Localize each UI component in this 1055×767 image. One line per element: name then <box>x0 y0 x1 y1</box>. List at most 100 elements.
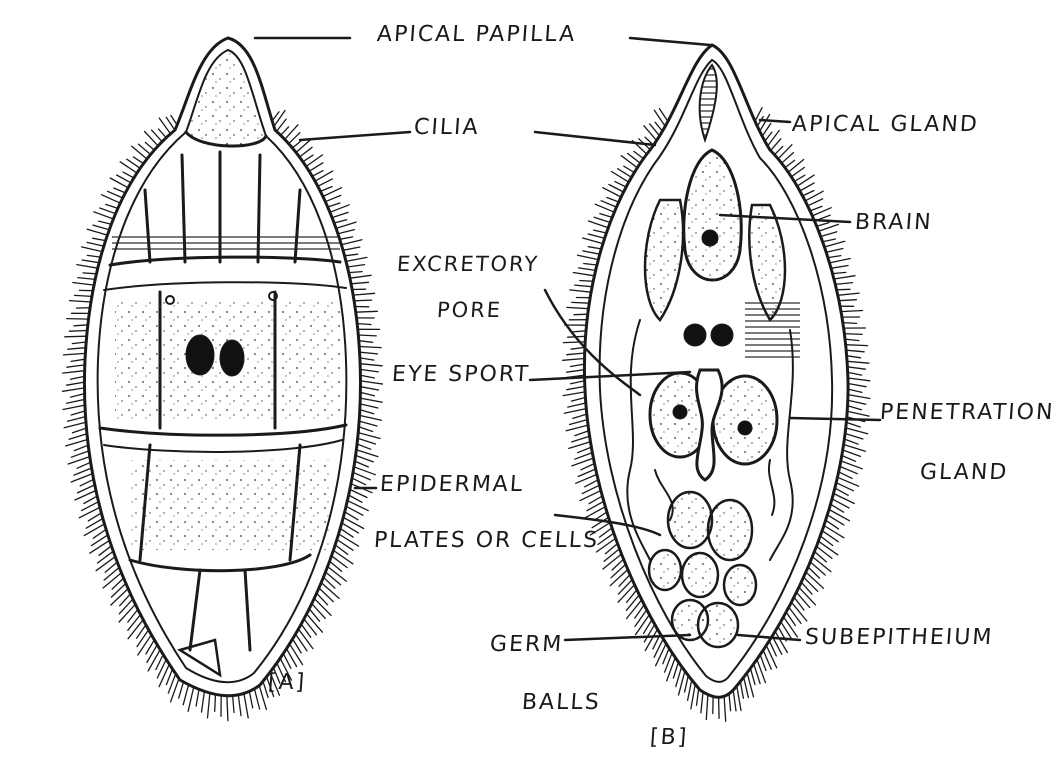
cilium <box>360 369 378 372</box>
cilium <box>64 422 86 427</box>
cilium <box>845 434 863 440</box>
cilium <box>847 361 869 363</box>
cilium <box>328 203 340 207</box>
cilium <box>343 517 363 528</box>
label-apical-gland: APICAL GLAND <box>791 112 979 137</box>
cilium <box>84 524 104 536</box>
cilium <box>74 325 88 326</box>
cilium <box>202 691 205 712</box>
cilium <box>83 273 97 274</box>
cilium <box>799 587 816 605</box>
cilium <box>563 342 585 343</box>
cilium <box>766 645 776 667</box>
cilium <box>360 352 378 354</box>
cilium <box>844 439 858 444</box>
cilium <box>349 495 362 502</box>
cilium <box>63 353 85 355</box>
cilium <box>846 422 860 427</box>
cilium <box>573 273 594 276</box>
cilium <box>145 142 154 150</box>
label-germ: GERM <box>489 632 564 657</box>
cilium <box>848 372 862 375</box>
label-eye-spot: EYE SPORT <box>391 362 531 387</box>
cilium <box>585 507 605 518</box>
cilium <box>114 188 126 193</box>
cilium <box>594 230 607 233</box>
cilium <box>215 694 216 711</box>
cilium <box>100 208 116 214</box>
cilium <box>572 302 590 303</box>
cilium <box>356 455 374 462</box>
cilium <box>356 450 378 457</box>
cilium <box>296 634 308 651</box>
cilium <box>784 617 798 637</box>
label-pore: PORE <box>436 298 503 322</box>
cilium <box>117 175 131 183</box>
cilium <box>835 283 852 285</box>
cilium <box>312 604 326 619</box>
cilium <box>68 417 86 422</box>
cilium <box>94 212 114 219</box>
cilium <box>350 489 367 497</box>
cilium <box>837 289 851 290</box>
cilium <box>824 526 844 538</box>
cilium <box>634 151 644 158</box>
cilium <box>574 314 588 315</box>
cilium <box>90 540 110 553</box>
cilium <box>73 283 94 286</box>
cilium <box>103 573 121 588</box>
cilium <box>568 403 586 407</box>
cilium <box>87 229 107 235</box>
cilium <box>71 411 85 415</box>
cilium <box>578 447 592 453</box>
cilium <box>332 212 348 217</box>
cilium <box>845 339 859 341</box>
cilium <box>843 323 857 324</box>
cilium <box>69 434 87 440</box>
cilium <box>775 631 787 652</box>
cilium <box>73 428 87 433</box>
cilium <box>573 414 587 418</box>
label-plates-or-cells: PLATES OR CELLS <box>373 528 600 553</box>
cilium <box>360 398 382 402</box>
cilium <box>254 689 259 709</box>
cilium <box>299 147 312 157</box>
cilium <box>74 295 92 296</box>
cilium <box>333 550 352 563</box>
cilium <box>346 257 367 261</box>
cilium <box>338 230 355 234</box>
germ-balls <box>649 492 756 647</box>
eye-spot-left <box>186 335 214 375</box>
cilium <box>569 442 591 449</box>
cilium <box>740 682 743 699</box>
cilium <box>570 290 591 292</box>
label-epidermal: EPIDERMAL <box>379 472 525 497</box>
cilium <box>697 689 699 706</box>
cilium <box>847 411 869 416</box>
cilium <box>627 600 642 619</box>
cilium <box>233 696 234 713</box>
cilium <box>656 644 667 666</box>
cilium <box>99 221 112 224</box>
cilium <box>249 691 252 708</box>
cilium <box>128 620 143 639</box>
cilium <box>66 440 88 446</box>
cilium <box>563 359 585 361</box>
cilium <box>93 225 109 230</box>
cilium <box>571 347 585 349</box>
cilium <box>319 588 333 602</box>
cilium <box>196 689 199 706</box>
cilium <box>88 513 101 521</box>
cilium <box>352 478 366 485</box>
cilium <box>846 428 868 434</box>
cilium <box>817 223 829 227</box>
cilium <box>831 266 848 269</box>
cilium <box>797 592 810 607</box>
cilium <box>848 384 866 387</box>
cilium <box>244 693 248 718</box>
cilium <box>609 185 624 193</box>
cilium <box>804 577 818 591</box>
cilium <box>357 444 371 449</box>
cilium <box>87 255 100 257</box>
cilium <box>359 347 381 348</box>
